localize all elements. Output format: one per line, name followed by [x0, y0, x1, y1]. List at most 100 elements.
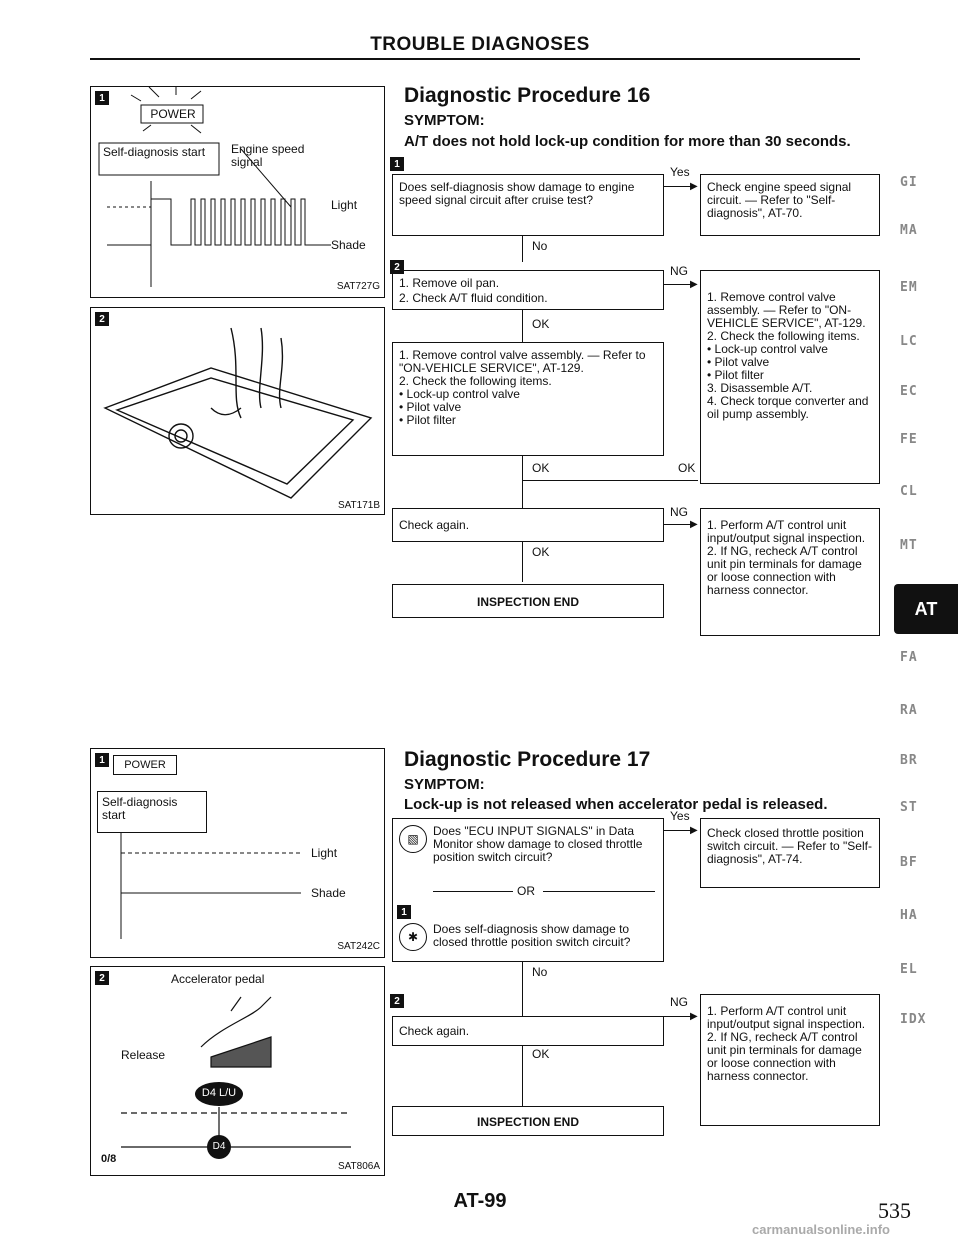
page-title: TROUBLE DIAGNOSES	[370, 34, 590, 55]
oil-pan-illustration	[103, 327, 373, 499]
p17-end-text: INSPECTION END	[476, 1115, 579, 1129]
side-tab-idx[interactable]: IDX	[900, 1012, 927, 1027]
p16-check-text: Check again.	[399, 518, 470, 532]
d4-label: D4	[212, 1141, 226, 1152]
side-tab-em[interactable]: EM	[900, 280, 918, 295]
arrow-right-icon: ▶	[690, 825, 698, 836]
watermark[interactable]: carmanualsonline.info	[752, 1222, 890, 1237]
self-diagnosis-label: Self-diagnosis start	[102, 795, 178, 822]
step-marker: 2	[95, 312, 109, 326]
proc17-title: Diagnostic Procedure 17	[404, 748, 651, 771]
side-tab-fa[interactable]: FA	[900, 650, 918, 665]
p17-yes-text: Check closed throttle position switch ci…	[707, 826, 872, 866]
p17-q1-box: ▧ Does "ECU INPUT SIGNALS" in Data Monit…	[392, 818, 664, 962]
p17-check-box: Check again.	[392, 1016, 664, 1046]
figure-2: 2 SAT171B	[90, 307, 385, 515]
side-tab-bf[interactable]: BF	[900, 855, 918, 870]
p16-ng-box: 1. Remove control valve assembly. — Refe…	[700, 270, 880, 484]
side-tab-el[interactable]: EL	[900, 962, 918, 977]
no-label: No	[532, 239, 548, 253]
shade-label: Shade	[311, 886, 346, 900]
step-marker: 2	[95, 971, 109, 985]
side-tab-lc[interactable]: LC	[900, 334, 918, 349]
engine-speed-label: Engine speed signal	[231, 142, 305, 169]
side-tab-st[interactable]: ST	[900, 800, 918, 815]
or-label: OR	[517, 884, 535, 898]
side-tab-ha[interactable]: HA	[900, 908, 918, 923]
figure-1: 1 POWER Self-diagnosis start Engine spee…	[90, 86, 385, 298]
figure-code: SAT727G	[336, 281, 380, 292]
p16-q1-text: Does self-diagnosis show damage to engin…	[399, 180, 635, 207]
ok-label: OK	[532, 1047, 550, 1061]
page-number: 535	[878, 1198, 911, 1223]
signal-diagram	[120, 833, 301, 939]
figure-code: SAT242C	[337, 941, 380, 952]
figure-code: SAT806A	[337, 1161, 380, 1172]
ok-label: OK	[532, 317, 550, 331]
proc16-symptom: A/T does not hold lock-up condition for …	[404, 133, 851, 150]
arrow-right-icon: ▶	[690, 279, 698, 290]
pedal-diagram	[121, 996, 351, 1159]
self-diag-box: Self-diagnosis start	[97, 791, 207, 833]
yes-label: Yes	[670, 809, 690, 823]
step-marker: 1	[95, 91, 109, 105]
proc16-title: Diagnostic Procedure 16	[404, 84, 651, 107]
arrow-right-icon: ▶	[690, 181, 698, 192]
p16-s2a: 1. Remove oil pan.	[399, 276, 500, 290]
p16-s2-box: 1. Remove oil pan. 2. Check A/T fluid co…	[392, 270, 664, 310]
p16-s2b: 2. Check A/T fluid condition.	[399, 291, 548, 305]
p16-s3-box: 1. Remove control valve assembly. — Refe…	[392, 342, 664, 456]
tool-icon: ✱	[399, 923, 427, 951]
side-tab-at-label: AT	[914, 598, 938, 619]
p17-yes-box: Check closed throttle position switch ci…	[700, 818, 880, 888]
side-tab-br[interactable]: BR	[900, 753, 918, 768]
yes-label: Yes	[670, 165, 690, 179]
p16-end-text: INSPECTION END	[476, 595, 579, 609]
release-label: Release	[121, 1048, 166, 1062]
ok-label: OK	[532, 461, 550, 475]
power-label: POWER	[124, 759, 166, 771]
proc17-symptom: Lock-up is not released when accelerator…	[404, 796, 828, 813]
arrow-right-icon: ▶	[690, 1011, 698, 1022]
shade-label: Shade	[331, 238, 366, 252]
side-tab-gi[interactable]: GI	[900, 175, 918, 190]
p16-q1-box: Does self-diagnosis show damage to engin…	[392, 174, 664, 236]
ng-label: NG	[670, 505, 688, 519]
p17-check-text: Check again.	[399, 1024, 470, 1038]
ok-label: OK	[532, 545, 550, 559]
no-label: No	[532, 965, 548, 979]
proc17-symptom-label: SYMPTOM:	[404, 776, 485, 793]
p17-ng-box: 1. Perform A/T control unit input/output…	[700, 994, 880, 1126]
side-tab-mt[interactable]: MT	[900, 538, 918, 553]
side-tab-ra[interactable]: RA	[900, 703, 918, 718]
consult-icon: ▧	[399, 825, 427, 853]
side-tab-at[interactable]: AT	[894, 584, 958, 634]
side-tab-ma[interactable]: MA	[900, 223, 918, 238]
page-code: AT-99	[453, 1190, 507, 1212]
power-box: POWER	[113, 755, 177, 775]
step-marker: 1	[397, 905, 411, 919]
side-tab-fe[interactable]: FE	[900, 432, 918, 447]
side-tab-cl[interactable]: CL	[900, 484, 918, 499]
p17-q1a-text: Does "ECU INPUT SIGNALS" in Data Monitor…	[433, 824, 643, 864]
p16-ng-text: 1. Remove control valve assembly. — Refe…	[707, 290, 869, 421]
p16-ng2-text: 1. Perform A/T control unit input/output…	[707, 518, 866, 597]
figure-3: 1 POWER Self-diagnosis start Light Shade…	[90, 748, 385, 958]
p17-q1b-text: Does self-diagnosis show damage to close…	[433, 922, 631, 949]
proc16-symptom-label: SYMPTOM:	[404, 112, 485, 129]
light-label: Light	[311, 846, 338, 860]
signal-diagram	[98, 87, 331, 287]
d4lu-label: D4 L/U	[201, 1087, 237, 1099]
p17-end-box: INSPECTION END	[392, 1106, 664, 1136]
ng-label: NG	[670, 264, 688, 278]
step-marker: 1	[390, 157, 404, 171]
figure-code: SAT171B	[337, 500, 380, 511]
p16-s3-text: 1. Remove control valve assembly. — Refe…	[399, 348, 646, 427]
arrow-right-icon: ▶	[690, 519, 698, 530]
figure-4: 2 Accelerator pedal Release D4 L/U D4 0/…	[90, 966, 385, 1176]
header-rule	[90, 58, 860, 60]
power-label: POWER	[150, 107, 196, 121]
side-tab-ec[interactable]: EC	[900, 384, 918, 399]
accel-label: Accelerator pedal	[171, 972, 265, 986]
ok-label: OK	[678, 461, 696, 475]
